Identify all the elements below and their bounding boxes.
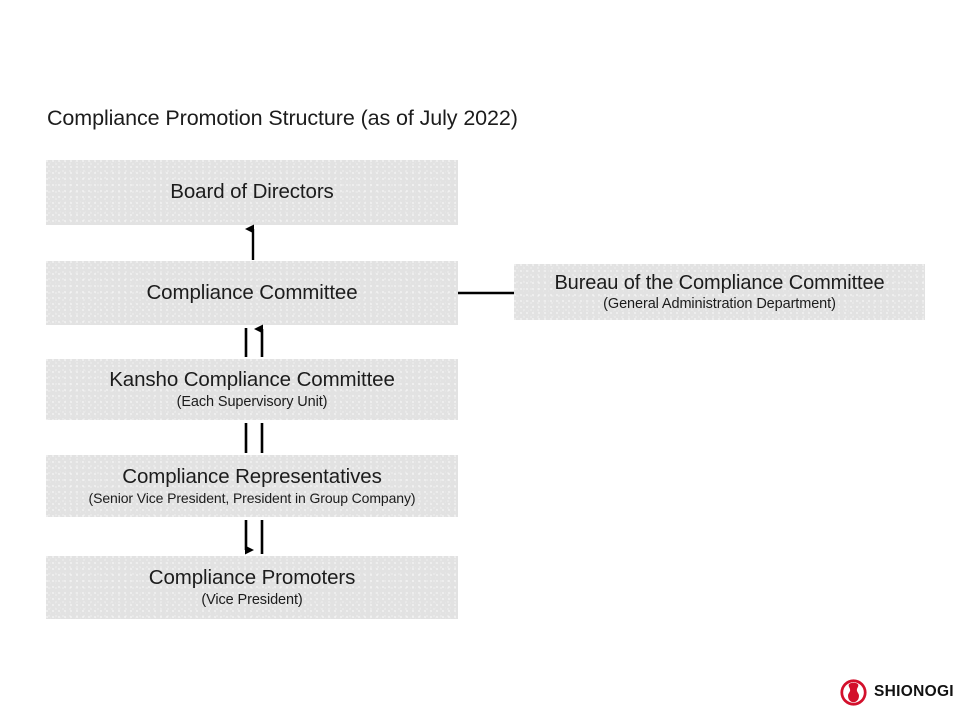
node-compliance-promoters: Compliance Promoters (Vice President) <box>46 556 458 619</box>
node-label: Bureau of the Compliance Committee <box>554 271 885 294</box>
page-title: Compliance Promotion Structure (as of Ju… <box>47 106 518 130</box>
node-compliance-committee: Compliance Committee <box>46 261 458 325</box>
node-sublabel: (General Administration Department) <box>603 296 836 313</box>
shionogi-logo: SHIONOGI <box>840 677 954 707</box>
node-label: Compliance Representatives <box>122 464 382 488</box>
node-label: Compliance Committee <box>146 280 358 304</box>
node-compliance-representatives: Compliance Representatives (Senior Vice … <box>46 455 458 517</box>
node-label: Compliance Promoters <box>148 565 356 589</box>
node-sublabel: (Senior Vice President, President in Gro… <box>88 489 416 506</box>
shionogi-wordmark: SHIONOGI <box>874 683 954 700</box>
node-bureau-of-the-compliance-committee: Bureau of the Compliance Committee (Gene… <box>514 264 925 320</box>
node-label: Board of Directors <box>170 180 334 204</box>
node-label: Kansho Compliance Committee <box>109 367 395 391</box>
node-board-of-directors: Board of Directors <box>46 160 458 225</box>
node-kansho-compliance-committee: Kansho Compliance Committee (Each Superv… <box>46 359 458 420</box>
node-sublabel: (Vice President) <box>201 591 303 608</box>
shionogi-circle-mark-icon <box>840 678 867 706</box>
node-sublabel: (Each Supervisory Unit) <box>176 393 328 410</box>
